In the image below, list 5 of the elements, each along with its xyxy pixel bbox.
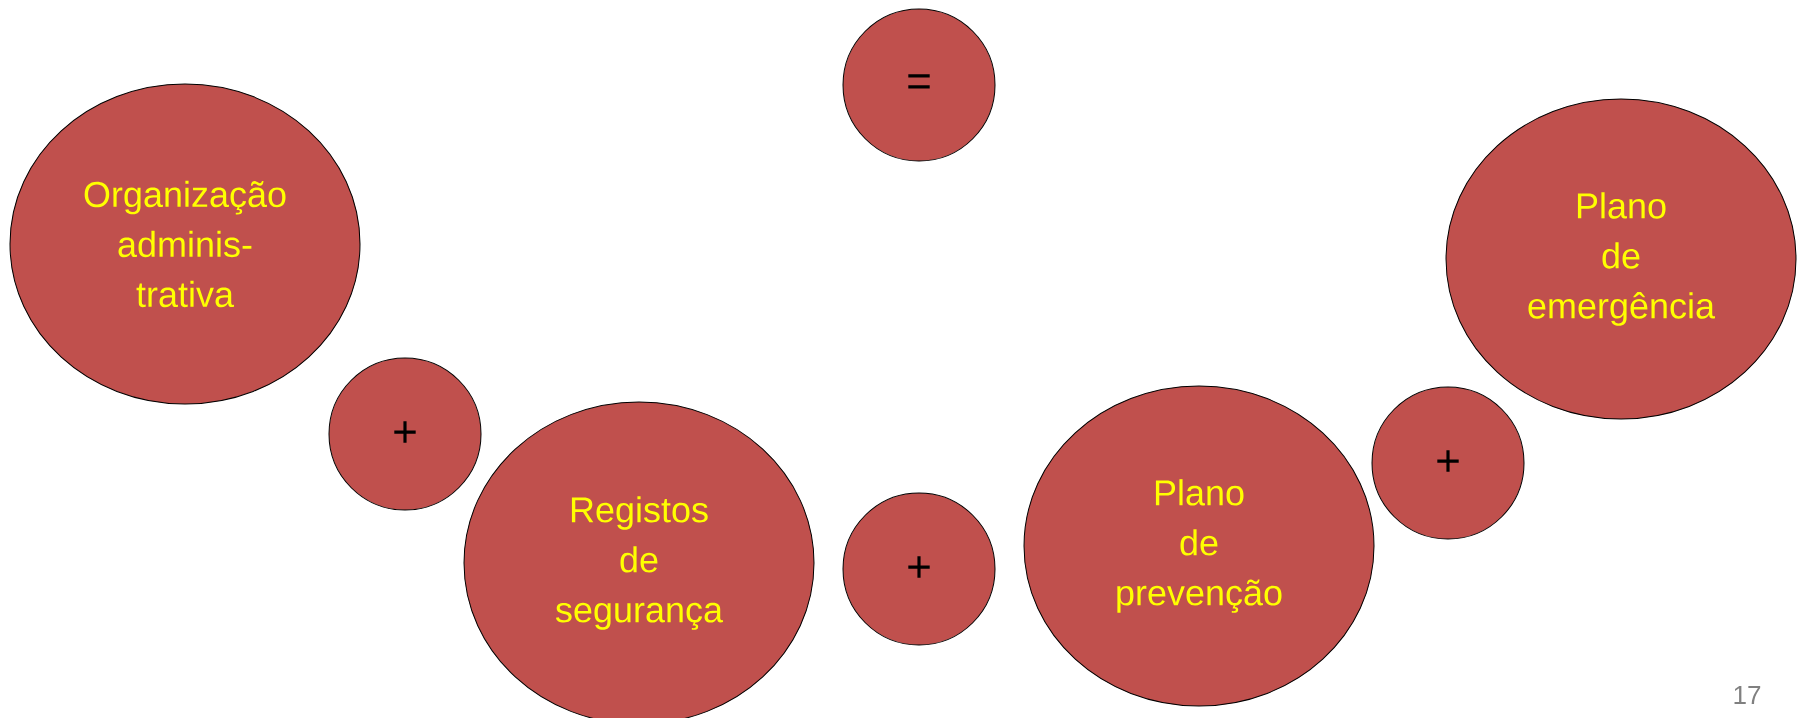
ellipse-node: Plano de emergência bbox=[1445, 98, 1797, 420]
ellipse-node: Organização adminis- trativa bbox=[9, 83, 361, 405]
page-number: 17 bbox=[1734, 686, 1761, 704]
ellipse-node: Registos de segurança bbox=[463, 401, 815, 718]
ellipse-node: Plano de prevenção bbox=[1023, 385, 1375, 707]
